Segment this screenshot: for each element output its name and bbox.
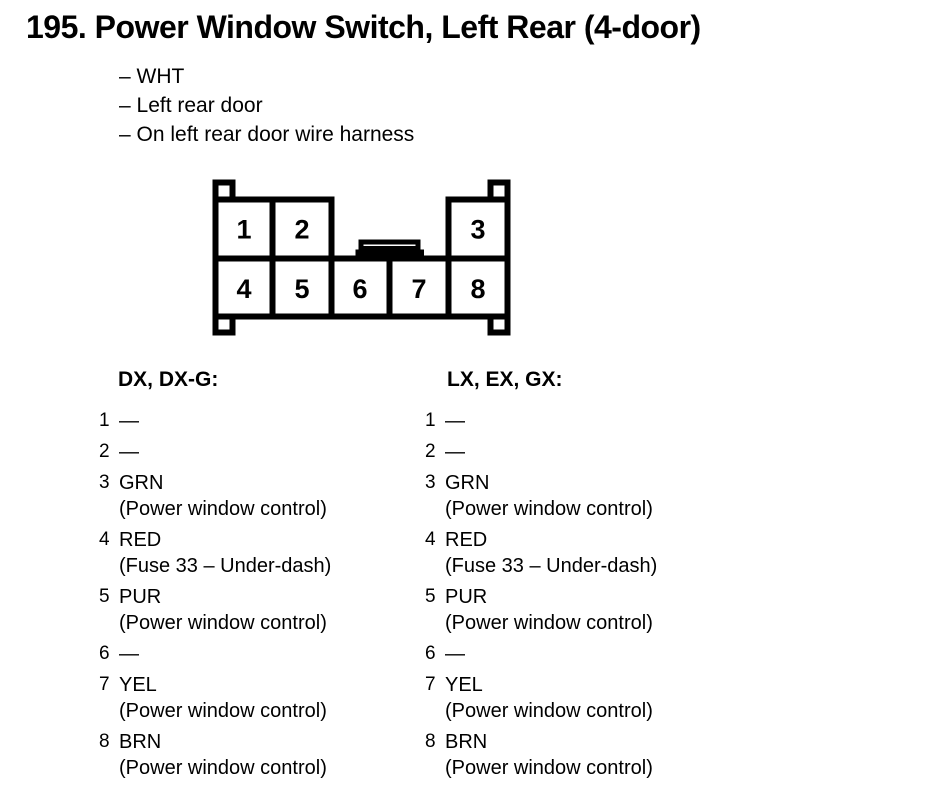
- pin-description: (Fuse 33 – Under-dash): [119, 555, 332, 577]
- pin-row: 3 GRN (Power window control): [99, 470, 331, 522]
- pin-number: 5: [99, 586, 110, 607]
- pin-cavity-1: 1: [236, 215, 251, 245]
- connector-pin-numbers: 1 2 3 4 5 6 7 8: [236, 215, 485, 305]
- pin-wire-color: —: [445, 441, 465, 463]
- pin-wire-color: GRN: [445, 472, 490, 494]
- pin-row: 7 YEL (Power window control): [425, 672, 657, 724]
- pin-row: 4 RED (Fuse 33 – Under-dash): [425, 527, 657, 579]
- pin-info: YEL (Power window control): [119, 672, 327, 724]
- pin-info: RED (Fuse 33 – Under-dash): [445, 527, 657, 579]
- trim-header-dx: DX, DX-G:: [118, 368, 219, 391]
- pin-info: YEL (Power window control): [445, 672, 653, 724]
- pin-info: BRN (Power window control): [119, 729, 327, 781]
- pin-cavity-3: 3: [470, 215, 485, 245]
- connector-diagram: 1 2 3 4 5 6 7 8: [212, 179, 511, 336]
- pin-row: 2—: [425, 439, 657, 465]
- note-line: – WHT: [119, 65, 185, 88]
- pin-description: (Power window control): [445, 700, 653, 722]
- pin-wire-color: RED: [445, 529, 488, 551]
- pin-number: 8: [425, 731, 436, 752]
- pin-info: BRN (Power window control): [445, 729, 653, 781]
- pin-info: —: [445, 439, 465, 465]
- pin-wire-color: GRN: [119, 472, 164, 494]
- page-title: 195. Power Window Switch, Left Rear (4-d…: [26, 9, 701, 45]
- pin-number: 3: [425, 472, 436, 493]
- pin-number: 4: [99, 529, 110, 550]
- pin-row: 8 BRN (Power window control): [425, 729, 657, 781]
- pin-number: 2: [425, 441, 436, 462]
- pin-description: (Power window control): [119, 700, 327, 722]
- pin-wire-color: —: [119, 441, 139, 463]
- pin-wire-color: BRN: [445, 731, 488, 753]
- pin-description: (Power window control): [445, 498, 653, 520]
- pin-info: —: [119, 439, 139, 465]
- pin-number: 1: [99, 410, 110, 431]
- pin-row: 1—: [99, 408, 331, 434]
- pin-number: 4: [425, 529, 436, 550]
- pin-cavity-5: 5: [294, 274, 309, 304]
- pin-info: GRN (Power window control): [119, 470, 327, 522]
- pin-number: 8: [99, 731, 110, 752]
- pin-row: 8 BRN (Power window control): [99, 729, 331, 781]
- pin-description: (Power window control): [445, 757, 653, 779]
- pin-info: PUR (Power window control): [445, 584, 653, 636]
- pin-cavity-2: 2: [294, 215, 309, 245]
- pin-wire-color: —: [119, 643, 139, 665]
- pin-description: (Power window control): [119, 612, 327, 634]
- pin-wire-color: YEL: [445, 674, 483, 696]
- pin-wire-color: PUR: [445, 586, 488, 608]
- pin-row: 4 RED (Fuse 33 – Under-dash): [99, 527, 331, 579]
- trim-header-lx: LX, EX, GX:: [447, 368, 563, 391]
- pin-info: PUR (Power window control): [119, 584, 327, 636]
- pin-wire-color: BRN: [119, 731, 162, 753]
- pin-number: 2: [99, 441, 110, 462]
- pin-info: —: [445, 408, 465, 434]
- pin-cavity-4: 4: [236, 274, 251, 304]
- pin-wire-color: —: [119, 410, 139, 432]
- pin-wire-color: PUR: [119, 586, 162, 608]
- pin-cavity-6: 6: [352, 274, 367, 304]
- pin-number: 3: [99, 472, 110, 493]
- pin-info: —: [445, 641, 465, 667]
- pin-wire-color: —: [445, 643, 465, 665]
- connector-notes: – WHT – Left rear door – On left rear door…: [119, 62, 414, 149]
- pin-row: 7 YEL (Power window control): [99, 672, 331, 724]
- pin-number: 1: [425, 410, 436, 431]
- note-line: – On left rear door wire harness: [119, 123, 415, 146]
- pin-number: 6: [99, 643, 110, 664]
- note-line: – Left rear door: [119, 94, 263, 117]
- pin-number: 5: [425, 586, 436, 607]
- pin-row: 3 GRN (Power window control): [425, 470, 657, 522]
- pin-description: (Fuse 33 – Under-dash): [445, 555, 658, 577]
- pin-description: (Power window control): [119, 498, 327, 520]
- pin-row: 5 PUR (Power window control): [99, 584, 331, 636]
- pin-row: 6—: [425, 641, 657, 667]
- pin-row: 6—: [99, 641, 331, 667]
- pin-info: —: [119, 408, 139, 434]
- pin-wire-color: YEL: [119, 674, 157, 696]
- pin-info: RED (Fuse 33 – Under-dash): [119, 527, 331, 579]
- pin-row: 5 PUR (Power window control): [425, 584, 657, 636]
- pin-number: 7: [425, 674, 436, 695]
- pin-info: —: [119, 641, 139, 667]
- pin-info: GRN (Power window control): [445, 470, 653, 522]
- pin-wire-color: —: [445, 410, 465, 432]
- pin-cavity-8: 8: [470, 274, 485, 304]
- pin-wire-color: RED: [119, 529, 162, 551]
- pin-number: 6: [425, 643, 436, 664]
- pin-description: (Power window control): [119, 757, 327, 779]
- pin-description: (Power window control): [445, 612, 653, 634]
- latch-tab-icon: [355, 239, 424, 259]
- pin-number: 7: [99, 674, 110, 695]
- pin-row: 1—: [425, 408, 657, 434]
- pin-cavity-7: 7: [411, 274, 426, 304]
- pin-row: 2—: [99, 439, 331, 465]
